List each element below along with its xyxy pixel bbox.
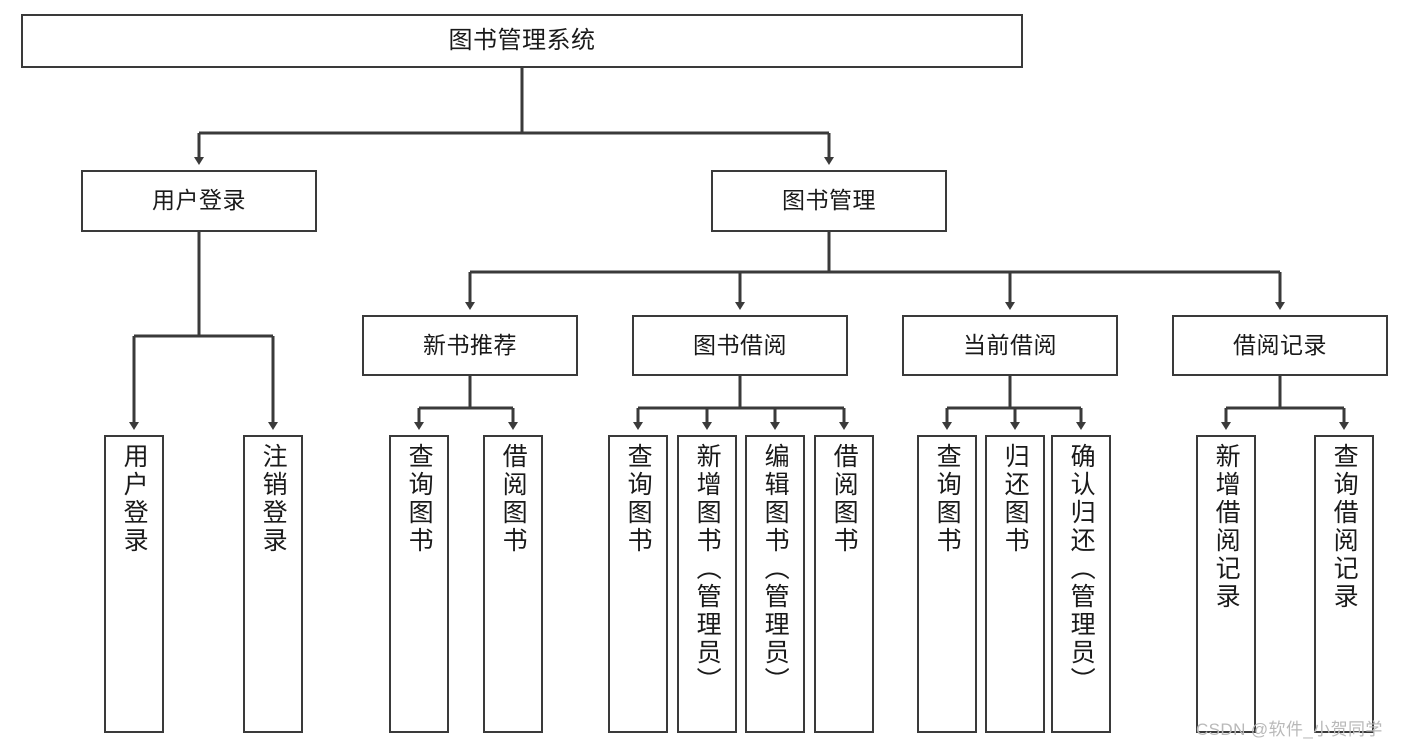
node-leaf-query-book-1[interactable]: 查询图书 <box>389 435 449 733</box>
csdn-watermark: CSDN @软件_小贺同学 <box>1196 720 1383 739</box>
node-label: 图书管理 <box>782 187 876 214</box>
node-label: 图书管理系统 <box>448 26 596 54</box>
node-leaf-borrow-book-2[interactable]: 借阅图书 <box>814 435 874 733</box>
node-label: 查询图书 <box>933 443 962 555</box>
node-label: 借阅图书 <box>499 443 528 555</box>
node-new-book-recommend[interactable]: 新书推荐 <box>362 315 578 376</box>
node-borrow-record[interactable]: 借阅记录 <box>1172 315 1388 376</box>
node-label: 注销登录 <box>259 443 288 555</box>
node-label: 编辑图书（管理员） <box>761 443 790 695</box>
node-leaf-confirm-return[interactable]: 确认归还（管理员） <box>1051 435 1111 733</box>
node-leaf-add-book[interactable]: 新增图书（管理员） <box>677 435 737 733</box>
node-label: 确认归还（管理员） <box>1067 443 1096 695</box>
node-label: 新增借阅记录 <box>1212 443 1241 611</box>
node-label: 用户登录 <box>152 187 246 214</box>
node-leaf-query-record[interactable]: 查询借阅记录 <box>1314 435 1374 733</box>
node-leaf-user-login[interactable]: 用户登录 <box>104 435 164 733</box>
node-label: 借阅图书 <box>830 443 859 555</box>
node-leaf-borrow-book-1[interactable]: 借阅图书 <box>483 435 543 733</box>
node-label: 查询借阅记录 <box>1330 443 1359 611</box>
node-leaf-logout[interactable]: 注销登录 <box>243 435 303 733</box>
node-label: 查询图书 <box>624 443 653 555</box>
node-leaf-edit-book[interactable]: 编辑图书（管理员） <box>745 435 805 733</box>
node-label: 当前借阅 <box>963 331 1057 358</box>
node-book-borrow[interactable]: 图书借阅 <box>632 315 848 376</box>
node-label: 借阅记录 <box>1233 331 1327 358</box>
node-current-borrow[interactable]: 当前借阅 <box>902 315 1118 376</box>
node-label: 用户登录 <box>120 443 149 555</box>
node-label: 新增图书（管理员） <box>693 443 722 695</box>
node-book-manage[interactable]: 图书管理 <box>711 170 947 232</box>
node-label: 图书借阅 <box>693 331 787 358</box>
node-leaf-return-book[interactable]: 归还图书 <box>985 435 1045 733</box>
node-user-login[interactable]: 用户登录 <box>81 170 317 232</box>
node-label: 新书推荐 <box>423 331 517 358</box>
node-root[interactable]: 图书管理系统 <box>21 14 1023 68</box>
node-leaf-query-book-3[interactable]: 查询图书 <box>917 435 977 733</box>
node-label: 查询图书 <box>405 443 434 555</box>
node-label: 归还图书 <box>1001 443 1030 555</box>
node-leaf-add-record[interactable]: 新增借阅记录 <box>1196 435 1256 733</box>
node-leaf-query-book-2[interactable]: 查询图书 <box>608 435 668 733</box>
